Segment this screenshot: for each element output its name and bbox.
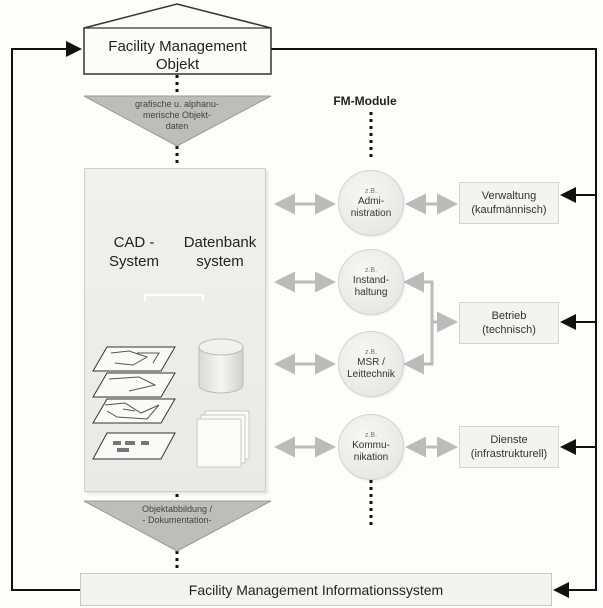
betrieb-box: Betrieb (technisch)	[459, 302, 559, 344]
database-cylinder-icon	[198, 338, 244, 394]
object-pentagon	[83, 3, 272, 75]
object-title-line2: Objekt	[155, 56, 200, 73]
information-system-box: Facility Management Informationssystem	[80, 573, 552, 606]
database-system-label: Datenbank system	[183, 234, 257, 270]
left-loop-line	[11, 41, 82, 591]
module-kommunikation: z.B. Kommu- nikation	[338, 414, 404, 480]
data-triangle-label: grafische u. alphanu- merische Objekt- d…	[134, 99, 220, 131]
document-stack-icon	[196, 410, 250, 468]
cad-db-link-icon	[144, 294, 204, 301]
module-instandhaltung: z.B. Instand- haltung	[338, 249, 404, 315]
fm-modules-title: FM-Module	[333, 94, 397, 108]
module-msr-leittechnik: z.B. MSR / Leittechnik	[338, 331, 404, 397]
doc-triangle	[83, 500, 272, 552]
system-panel: CAD - System Datenbank system	[84, 168, 266, 492]
cad-plan-icon	[92, 432, 176, 460]
object-title-line1: Facility Management	[108, 38, 247, 55]
doc-triangle-label: Objektabbildung / - Dokumentation-	[141, 504, 213, 525]
verwaltung-box: Verwaltung (kaufmännisch)	[459, 182, 559, 224]
module-administration: z.B. Admi- nistration	[338, 170, 404, 236]
dienste-box: Dienste (infrastrukturell)	[459, 426, 559, 468]
right-loop-line	[271, 48, 597, 598]
data-triangle	[83, 95, 272, 147]
facility-management-object-box: Facility Management Objekt	[84, 8, 271, 74]
cad-system-label: CAD - System	[108, 234, 159, 270]
cad-layers-icon	[92, 346, 176, 424]
